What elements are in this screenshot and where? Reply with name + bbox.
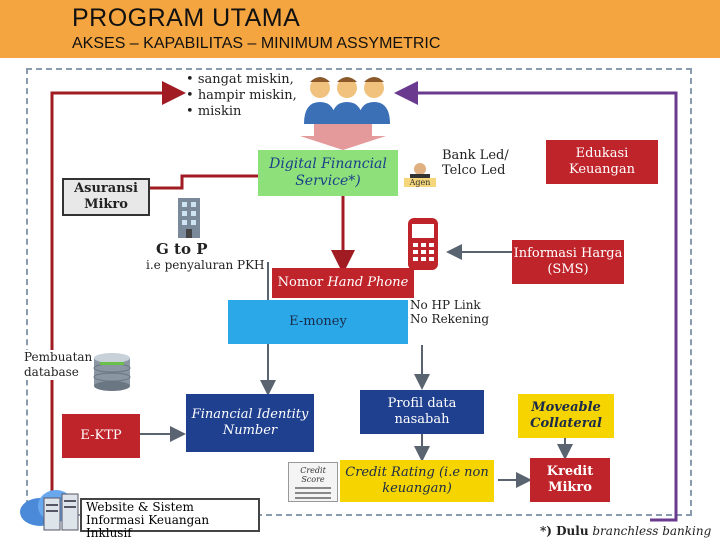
people-group-icon xyxy=(304,77,390,124)
dfs-to-asuransi-line xyxy=(150,174,258,190)
page-subtitle: AKSES – KAPABILITAS – MINIMUM ASSYMETRIC xyxy=(72,35,441,52)
digital-financial-service-box: Digital Financial Service*) xyxy=(258,150,398,196)
credit-rating-box: Credit Rating (i.e non keuangan) xyxy=(340,460,494,502)
g-to-p-label: G to P xyxy=(156,240,208,258)
purple-loop-line xyxy=(394,81,678,522)
financial-identity-number-box: Financial Identity Number xyxy=(186,394,314,452)
database-icon xyxy=(93,353,131,391)
diagram-frame xyxy=(26,68,692,516)
profil-data-nasabah-box: Profil data nasabah xyxy=(360,390,484,434)
pembuatan-database-label: Pembuatan database xyxy=(24,350,93,380)
nomor-hand-phone-box: Nomor Hand Phone xyxy=(272,268,414,298)
no-hp-link-label: No HP Link xyxy=(410,298,481,312)
down-arrow-shape xyxy=(300,124,386,150)
page-title: PROGRAM UTAMA xyxy=(72,4,301,32)
cloud-server-icon xyxy=(20,490,79,531)
nomor-label: Nomor xyxy=(277,274,324,290)
moveable-collateral-box: Moveable Collateral xyxy=(518,394,614,438)
footnote-prefix: *) Dulu xyxy=(540,524,589,538)
header-bar xyxy=(0,0,720,58)
agent-label: Agen xyxy=(404,178,436,187)
footnote: *) Dulu branchless banking xyxy=(538,524,714,539)
credit-score-card-icon: Credit Score xyxy=(288,462,338,502)
kredit-mikro-box: Kredit Mikro xyxy=(530,458,610,502)
g-to-p-note: i.e penyaluran PKH xyxy=(146,258,265,272)
mobile-phone-icon xyxy=(408,218,438,270)
target-group-item: sangat miskin, xyxy=(186,72,297,88)
bank-led-label: Bank Led/ Telco Led xyxy=(442,148,509,178)
target-group-item: hampir miskin, xyxy=(186,88,297,104)
e-money-box: E-money xyxy=(228,300,408,344)
credit-score-card-label: Credit Score xyxy=(300,466,326,484)
agent-icon: Agen xyxy=(404,162,436,188)
footnote-italic: branchless banking xyxy=(592,524,712,538)
target-group-item: miskin xyxy=(186,104,297,120)
asuransi-mikro-box: Asuransi Mikro xyxy=(62,178,150,216)
target-group-list: sangat miskin, hampir miskin, miskin xyxy=(186,72,297,120)
edukasi-keuangan-box: Edukasi Keuangan xyxy=(546,140,658,184)
no-rekening-label: No Rekening xyxy=(410,312,490,326)
hand-phone-label: Hand Phone xyxy=(327,274,409,290)
e-ktp-box: E-KTP xyxy=(62,414,140,458)
website-sistem-informasi-box: Website & Sistem Informasi Keuangan Inkl… xyxy=(80,498,260,540)
informasi-harga-box: Informasi Harga (SMS) xyxy=(512,240,624,284)
building-icon xyxy=(178,198,200,238)
